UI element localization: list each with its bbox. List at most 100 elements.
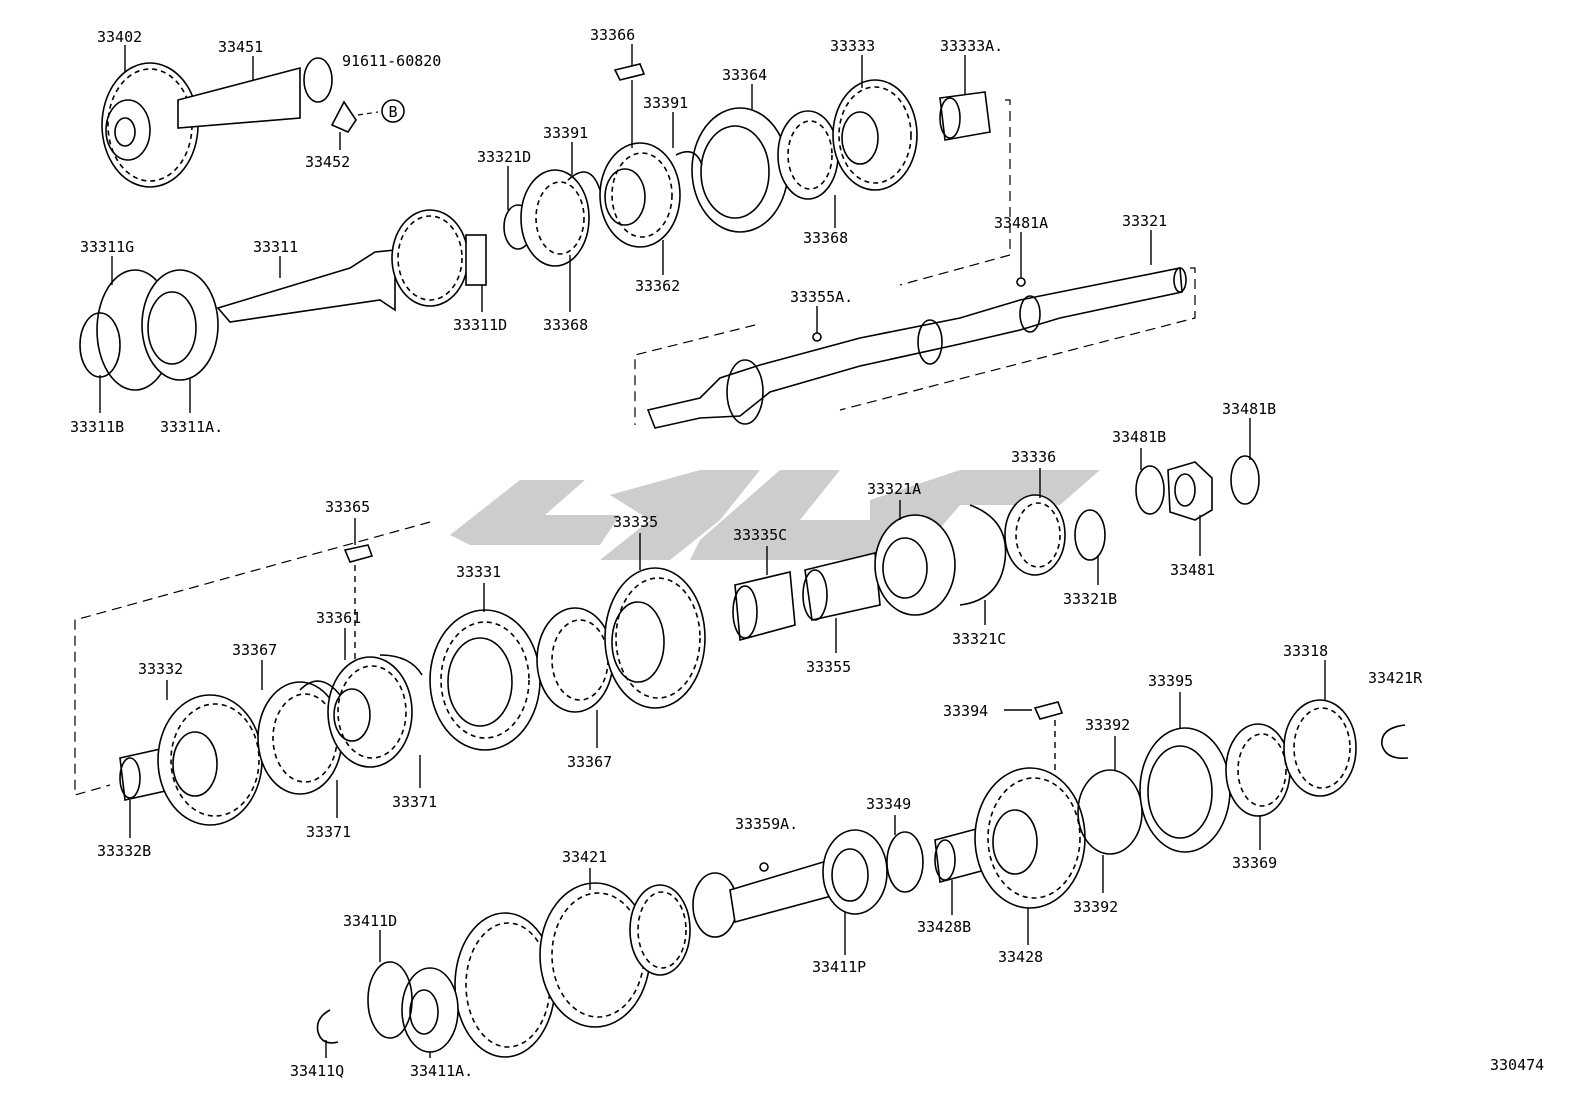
- mid-gear-assembly: [74, 455, 1260, 826]
- ring-33481b-right: [1230, 455, 1260, 505]
- label-33311: 33311: [253, 238, 298, 256]
- sleeve-33355: [802, 552, 881, 621]
- label-33311b: 33311B: [70, 418, 124, 436]
- label-33428b: 33428B: [917, 918, 971, 936]
- gear-33428: [974, 767, 1086, 909]
- gear-33332: [157, 694, 263, 826]
- spring-33371-left: [299, 680, 341, 696]
- output-shaft-33321: [646, 267, 1187, 429]
- label-33402: 33402: [97, 28, 142, 46]
- sync-ring-33368-right: [777, 110, 839, 200]
- shaft-33311: [216, 209, 487, 323]
- washer-33349: [886, 831, 924, 893]
- label-33311a: 33311A.: [160, 418, 223, 436]
- label-33335c: 33335C: [733, 526, 787, 544]
- label-33392-top: 33392: [1085, 716, 1130, 734]
- label-33481: 33481: [1170, 561, 1215, 579]
- label-33321a: 33321A: [867, 480, 921, 498]
- callout-b: B: [388, 103, 397, 121]
- label-33321d: 33321D: [477, 148, 531, 166]
- bearing-33333a: [939, 91, 991, 141]
- label-33371-left: 33371: [306, 823, 351, 841]
- bearing-33335c: [732, 571, 796, 642]
- label-33321c: 33321C: [952, 630, 1006, 648]
- bearing-33411p: [822, 829, 888, 915]
- bearing-33321a: [874, 514, 956, 616]
- part-labels: 33402 33451 91611-60820 33452 33366 3333…: [70, 26, 1544, 1080]
- counter-shaft-assembly: [316, 699, 1409, 1058]
- label-33336: 33336: [1011, 448, 1056, 466]
- label-33369: 33369: [1232, 854, 1277, 872]
- spring-33391-left: [567, 171, 601, 191]
- snap-ring-33411q: [316, 1009, 339, 1044]
- label-33311d: 33311D: [453, 316, 507, 334]
- label-33421: 33421: [562, 848, 607, 866]
- label-33361: 33361: [316, 609, 361, 627]
- ring-33481b-left: [1135, 465, 1165, 515]
- label-33332: 33332: [138, 660, 183, 678]
- label-33318: 33318: [1283, 642, 1328, 660]
- label-33411d: 33411D: [343, 912, 397, 930]
- spring-33392: [1077, 769, 1143, 855]
- label-33411p: 33411P: [812, 958, 866, 976]
- label-33451: 33451: [218, 38, 263, 56]
- label-33333: 33333: [830, 37, 875, 55]
- label-33321: 33321: [1122, 212, 1167, 230]
- label-33331: 33331: [456, 563, 501, 581]
- label-33481b-left: 33481B: [1112, 428, 1166, 446]
- label-91611-60820: 91611-60820: [342, 52, 441, 70]
- hub-33361: [327, 656, 413, 768]
- snap-ring-33321c: [959, 504, 1007, 606]
- label-33367-right: 33367: [567, 753, 612, 771]
- label-33391-right: 33391: [643, 94, 688, 112]
- sync-ring-33369: [1225, 723, 1291, 817]
- label-33355a: 33355A.: [790, 288, 853, 306]
- gear-33333: [832, 79, 918, 191]
- spring-33371-right: [379, 654, 423, 676]
- sync-ring-33368-left: [520, 169, 590, 267]
- key-33394: [1033, 701, 1064, 720]
- sync-ring-33367-right: [536, 607, 614, 713]
- label-33368-left: 33368: [543, 316, 588, 334]
- sleeve-33331: [429, 609, 541, 751]
- key-33366: [613, 63, 646, 81]
- leader-lines: [99, 44, 1326, 1058]
- label-33421r: 33421R: [1368, 669, 1423, 687]
- label-33332b: 33332B: [97, 842, 151, 860]
- sleeve-33395: [1139, 727, 1231, 853]
- label-33335: 33335: [613, 513, 658, 531]
- label-33349: 33349: [866, 795, 911, 813]
- label-33481b-right: 33481B: [1222, 400, 1276, 418]
- spring-33391-right: [675, 150, 703, 166]
- label-33368-right: 33368: [803, 229, 848, 247]
- shaft-33451: [177, 57, 333, 129]
- gear-33336: [1004, 494, 1066, 576]
- label-33371-right: 33371: [392, 793, 437, 811]
- snap-ring-33421r: [1381, 724, 1409, 760]
- label-33391-left: 33391: [543, 124, 588, 142]
- bearing-33411a: [401, 967, 459, 1053]
- label-33481a: 33481A: [994, 214, 1048, 232]
- label-33394: 33394: [943, 702, 988, 720]
- nut-33481: [1167, 461, 1213, 521]
- label-33355: 33355: [806, 658, 851, 676]
- label-33428: 33428: [998, 948, 1043, 966]
- sleeve-33364: [691, 107, 789, 233]
- snap-ring-33411d: [367, 961, 413, 1039]
- label-33321b: 33321B: [1063, 590, 1117, 608]
- label-33395: 33395: [1148, 672, 1193, 690]
- gear-33335: [604, 567, 706, 709]
- label-33411q: 33411Q: [290, 1062, 344, 1080]
- gear-33318: [1283, 699, 1357, 797]
- label-33365: 33365: [325, 498, 370, 516]
- key-33365: [343, 544, 374, 563]
- label-33392-bottom: 33392: [1073, 898, 1118, 916]
- watermark-logo: [450, 470, 1100, 560]
- washer-33452: [330, 100, 357, 134]
- label-33362: 33362: [635, 277, 680, 295]
- label-33311g: 33311G: [80, 238, 134, 256]
- hub-33362: [599, 142, 681, 248]
- input-shaft-assembly: B: [79, 57, 1196, 429]
